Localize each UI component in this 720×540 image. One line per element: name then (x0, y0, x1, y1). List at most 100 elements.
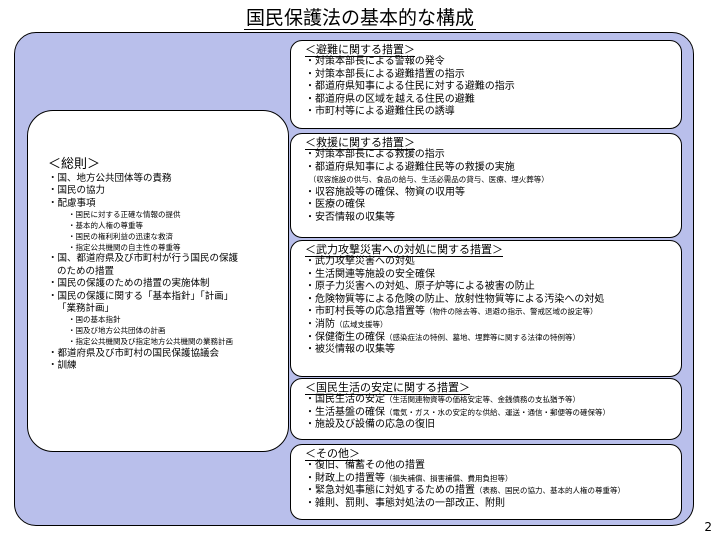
box-heading-text: ＜避難に関する措置＞ (305, 43, 415, 57)
measure-item-text: ・生活基盤の確保 (305, 406, 385, 418)
general-item: ・国、地方公共団体等の責務 (48, 173, 172, 184)
measure-item-text: ・収容施設等の確保、物資の収用等 (305, 186, 465, 198)
general-item: ・国の基本指針 (68, 315, 121, 325)
measure-item-text: ・武力攻撃災害への対処 (305, 256, 415, 267)
measure-item-text: ・市町村等による避難住民の誘導 (305, 106, 455, 118)
measure-item: ・財政上の措置等（損失補償、損害補償、費用負担等） (305, 473, 681, 486)
general-item: ・指定公共機関の自主性の尊重等 (68, 242, 181, 252)
box-heading-text: ＜救援に関する措置＞ (305, 136, 415, 150)
general-item: ・国民の協力 (48, 185, 106, 197)
measure-item: ・保健衛生の確保（感染症法の特例、墓地、埋葬等に関する法律の特例等） (305, 332, 681, 345)
box-heading-text: ＜武力攻撃災害への対処に関する措置＞ (305, 243, 503, 257)
general-item: ・配慮事項 (48, 197, 96, 209)
general-item: ・国、都道府県及び市町村が行う国民の保護 (48, 253, 239, 265)
measure-item-text: （収容施設の供与、食品の給与、生活必需品の貸与、医療、埋火葬等） (305, 175, 549, 185)
measure-item-text: ・原子力災害への対処、原子炉等による被害の防止 (305, 281, 535, 293)
general-item: ・都道府県及び市町村の国民保護協議会 (48, 347, 220, 359)
measure-item-text: ・対策本部長による救援の指示 (305, 149, 445, 160)
measure-item-text: ・緊急対処事態に対処するための措置 (305, 485, 475, 497)
box-heading: ＜国民生活の安定に関する措置＞ (305, 381, 681, 395)
measure-item-text: ・都道府県知事による住民に対する避難の指示 (305, 81, 515, 93)
measure-item-text: ・危険物質等による危険の防止、放射性物質等による汚染への対処 (305, 293, 605, 305)
evacuation-measures-box: ＜避難に関する措置＞ ・対策本部長による警報の発令・対策本部長による避難措置の指… (290, 40, 682, 129)
box-heading: ＜武力攻撃災害への対処に関する措置＞ (305, 243, 681, 257)
measure-item-text: ・消防 (305, 318, 335, 330)
measure-item: ・対策本部長による救援の指示 (305, 149, 681, 162)
general-item: ・国民の権利利益の迅速な救済 (68, 231, 173, 241)
measure-item: ・緊急対処事態に対処するための措置（表務、国民の協力、基本的人権の尊重等） (305, 485, 681, 498)
measure-item-text: ・対策本部長による避難措置の指示 (305, 68, 465, 80)
measure-item-text: ・雑則、罰則、事態対処法の一部改正、附則 (305, 497, 505, 509)
livelihood-stability-box: ＜国民生活の安定に関する措置＞ ・国民生活の安定（生活関連物資等の価格安定等、金… (290, 378, 682, 440)
page-title-text: 国民保護法の基本的な構成 (243, 7, 476, 30)
general-item: ・国民の保護に関する「基本指針」「計画」 (48, 290, 234, 302)
measure-list: ・対策本部長による救援の指示・都道府県知事による避難住民等の救援の実施 （収容施… (305, 149, 681, 225)
measure-item: ・復旧、備蓄その他の措置 (305, 460, 681, 473)
measure-item-text: ・安否情報の収集等 (305, 211, 395, 223)
measure-item: ・対策本部長による警報の発令 (305, 56, 681, 69)
measure-item-text: ・都道府県の区域を越える住民の避難 (305, 93, 475, 105)
general-item: ・指定公共機関及び指定地方公共機関の業務計画 (68, 337, 233, 347)
measure-item: ・都道府県の区域を越える住民の避難 (305, 94, 681, 107)
measure-item-text: ・施設及び設備の応急の復旧 (305, 419, 435, 431)
general-item: 「業務計画」 (57, 303, 115, 315)
measure-item-note: （感染症法の特例、墓地、埋葬等に関する法律の特例等） (385, 332, 580, 342)
measure-item: ・都道府県知事による避難住民等の救援の実施 (305, 162, 681, 175)
measure-item-text: ・被災情報の収集等 (305, 344, 395, 356)
measure-item: ・医療の確保 (305, 199, 681, 212)
box-heading: ＜その他＞ (305, 447, 681, 461)
measure-item-text: ・国民生活の安定 (305, 394, 385, 405)
relief-measures-box: ＜救援に関する措置＞ ・対策本部長による救援の指示・都道府県知事による避難住民等… (290, 133, 682, 238)
measure-item: ・市町村等による避難住民の誘導 (305, 106, 681, 119)
measure-item: ・雑則、罰則、事態対処法の一部改正、附則 (305, 498, 681, 511)
measure-item-note: （損失補償、損害補償、費用負担等） (385, 473, 513, 483)
box-heading-text: ＜国民生活の安定に関する措置＞ (305, 381, 470, 395)
measure-item: ・危険物質等による危険の防止、放射性物質等による汚染への対処 (305, 294, 681, 307)
measure-item: （収容施設の供与、食品の給与、生活必需品の貸与、医療、埋火葬等） (305, 174, 681, 187)
measure-list: ・対策本部長による警報の発令・対策本部長による避難措置の指示・都道府県知事による… (305, 56, 681, 119)
general-item: ・基本的人権の尊重等 (68, 221, 143, 231)
general-item: ・訓練 (48, 360, 77, 372)
general-item: ・国民に対する正確な情報の提供 (68, 210, 181, 220)
page-title: 国民保護法の基本的な構成 (0, 6, 720, 30)
page-number: 2 (704, 520, 712, 534)
measure-list: ・復旧、備蓄その他の措置・財政上の措置等（損失補償、損害補償、費用負担等）・緊急… (305, 460, 681, 510)
measure-item: ・施設及び設備の応急の復旧 (305, 419, 681, 432)
measure-list: ・武力攻撃災害への対処・生活関連等施設の安全確保・原子力災害への対処、原子炉等に… (305, 256, 681, 357)
measure-item-text: ・市町村長等の応急措置等 (305, 306, 425, 318)
general-item: のための措置 (57, 265, 115, 277)
measure-item: ・国民生活の安定（生活関連物資等の価格安定等、金銭債務の支払猶予等） (305, 394, 681, 407)
measure-item: ・市町村長等の応急措置等（物件の除去等、退避の指示、警戒区域の設定等） (305, 306, 681, 319)
measure-item: ・対策本部長による避難措置の指示 (305, 69, 681, 82)
general-item: ・国及び地方公共団体の計画 (68, 326, 166, 336)
measure-item-text: ・医療の確保 (305, 199, 365, 211)
measure-item-note: （表務、国民の協力、基本的人権の尊重等） (475, 486, 625, 496)
other-measures-box: ＜その他＞ ・復旧、備蓄その他の措置・財政上の措置等（損失補償、損害補償、費用負… (290, 444, 682, 520)
measure-item-text: ・復旧、備蓄その他の措置 (305, 460, 425, 471)
general-provisions-list: ・国、地方公共団体等の責務・国民の協力・配慮事項・国民に対する正確な情報の提供・… (48, 173, 288, 373)
general-provisions-heading: ＜総則＞ (48, 157, 101, 172)
box-heading: ＜避難に関する措置＞ (305, 43, 681, 57)
measure-item-text: ・都道府県知事による避難住民等の救援の実施 (305, 161, 515, 173)
measure-item: ・消防（広域支援等） (305, 319, 681, 332)
measure-list: ・国民生活の安定（生活関連物資等の価格安定等、金銭債務の支払猶予等）・生活基盤の… (305, 394, 681, 432)
measure-item: ・原子力災害への対処、原子炉等による被害の防止 (305, 281, 681, 294)
measure-item: ・都道府県知事による住民に対する避難の指示 (305, 81, 681, 94)
measure-item: ・安否情報の収集等 (305, 212, 681, 225)
measure-item-note: （生活関連物資等の価格安定等、金銭債務の支払猶予等） (385, 395, 580, 404)
measure-item-text: ・保健衛生の確保 (305, 331, 385, 343)
disaster-response-box: ＜武力攻撃災害への対処に関する措置＞ ・武力攻撃災害への対処・生活関連等施設の安… (290, 240, 682, 377)
measure-item: ・生活関連等施設の安全確保 (305, 269, 681, 282)
box-heading: ＜救援に関する措置＞ (305, 136, 681, 150)
measure-item: ・武力攻撃災害への対処 (305, 256, 681, 269)
general-item: ・国民の保護のための措置の実施体制 (48, 278, 210, 290)
measure-item: ・被災情報の収集等 (305, 344, 681, 357)
general-provisions-box: ＜総則＞ ・国、地方公共団体等の責務・国民の協力・配慮事項・国民に対する正確な情… (27, 110, 289, 452)
box-heading-text: ＜その他＞ (305, 447, 360, 461)
measure-item-text: ・対策本部長による警報の発令 (305, 56, 445, 67)
measure-item-text: ・生活関連等施設の安全確保 (305, 268, 435, 280)
measure-item: ・収容施設等の確保、物資の収用等 (305, 187, 681, 200)
measure-item-text: ・財政上の措置等 (305, 472, 385, 484)
measure-item-note: （物件の除去等、退避の指示、警戒区域の設定等） (425, 307, 598, 317)
measure-item-note: （電気・ガス・水の安定的な供給、運送・通信・郵便等の確保等） (385, 407, 610, 417)
